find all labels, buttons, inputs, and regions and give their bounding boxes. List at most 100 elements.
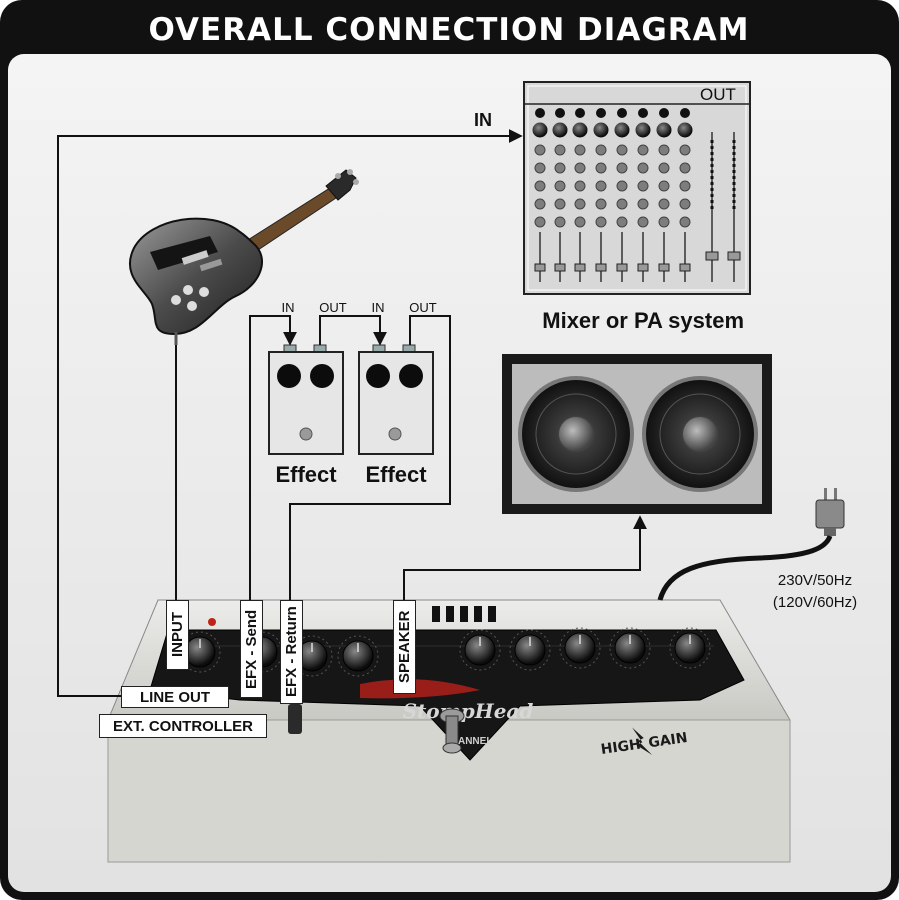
- amp-knob-scale: [291, 635, 333, 677]
- mixer-master-fader: [705, 251, 719, 261]
- input-jack-label: INPUT: [166, 600, 189, 670]
- mixer-fader: [658, 263, 670, 272]
- mixer-eq-knob: [595, 198, 607, 210]
- amp-knob: [342, 640, 374, 672]
- mixer-gain-knob: [656, 122, 672, 138]
- effect-1-in-label: IN: [282, 300, 295, 315]
- mixer-eq-knob: [534, 198, 546, 210]
- power-voltage-label: 230V/50Hz: [778, 572, 852, 589]
- mixer-jack: [659, 108, 669, 118]
- amp-footswitch-label: CHANNEL: [444, 736, 493, 747]
- mixer-eq-knob: [595, 216, 607, 228]
- mixer-gain-knob: [635, 122, 651, 138]
- mixer-eq-knob: [616, 162, 628, 174]
- mixer-eq-knob: [679, 180, 691, 192]
- mixer-eq-knob: [534, 216, 546, 228]
- ext-controller-jack-label: EXT. CONTROLLER: [99, 714, 267, 738]
- effect-1-caption: Effect: [275, 462, 337, 487]
- mixer-eq-knob: [658, 198, 670, 210]
- mixer-jack: [617, 108, 627, 118]
- cable-speaker-to-cabinet: [403, 515, 647, 600]
- mixer-caption: Mixer or PA system: [542, 308, 744, 333]
- mixer-jack: [596, 108, 606, 118]
- mixer-eq-knob: [554, 216, 566, 228]
- mixer-gain-knob: [572, 122, 588, 138]
- line-out-jack-label: LINE OUT: [121, 686, 229, 708]
- mixer-gain-knob: [532, 122, 548, 138]
- mixer-eq-knob: [574, 144, 586, 156]
- amp-knob-scale: [509, 629, 551, 671]
- mixer-eq-knob: [658, 144, 670, 156]
- efx-send-jack-label: EFX - Send: [240, 600, 263, 698]
- mixer-eq-knob: [595, 180, 607, 192]
- mixer-gain-knob: [593, 122, 609, 138]
- mixer-console: [523, 81, 751, 295]
- mixer-fader: [616, 263, 628, 272]
- mixer-eq-knob: [574, 216, 586, 228]
- mixer-eq-knob: [574, 180, 586, 192]
- mixer-jack: [575, 108, 585, 118]
- mixer-jack: [555, 108, 565, 118]
- mixer-eq-knob: [679, 162, 691, 174]
- amp-head: StompHead CHANNEL HIGH GAIN: [107, 534, 833, 863]
- amp-knob: [674, 632, 706, 664]
- effect-2-out-label: OUT: [409, 300, 437, 315]
- mixer-jack: [680, 108, 690, 118]
- mixer-in-label: IN: [474, 110, 492, 130]
- effect-pedal-1: [268, 344, 344, 455]
- mixer-eq-knob: [637, 180, 649, 192]
- amp-knob-scale: [669, 627, 711, 669]
- mixer-eq-knob: [616, 180, 628, 192]
- effect-1-out-label: OUT: [319, 300, 347, 315]
- mixer-eq-knob: [534, 180, 546, 192]
- mixer-jack: [535, 108, 545, 118]
- mixer-eq-knob: [595, 144, 607, 156]
- amp-knob-scale: [337, 635, 379, 677]
- effect-pedal-2: [358, 344, 434, 455]
- mixer-eq-knob: [574, 198, 586, 210]
- mixer-eq-knob: [637, 198, 649, 210]
- mixer-fader: [637, 263, 649, 272]
- mixer-eq-knob: [658, 216, 670, 228]
- mixer-eq-knob: [679, 144, 691, 156]
- mixer-eq-knob: [616, 198, 628, 210]
- mixer-eq-knob: [637, 216, 649, 228]
- effect-2-caption: Effect: [365, 462, 427, 487]
- mixer-master-fader: [727, 251, 741, 261]
- mixer-eq-knob: [534, 144, 546, 156]
- mixer-fader: [679, 263, 691, 272]
- amp-brand-label: StompHead: [403, 699, 534, 723]
- mixer-eq-knob: [616, 216, 628, 228]
- mixer-out-label: OUT: [700, 85, 736, 104]
- badge-gain-label: GAIN: [647, 730, 688, 751]
- mixer-jack: [638, 108, 648, 118]
- mixer-eq-knob: [679, 216, 691, 228]
- footswitch: [439, 708, 465, 754]
- amp-knob-scale: [459, 629, 501, 671]
- cable-line-out-to-mixer: [57, 129, 523, 697]
- mixer-gain-knob: [677, 122, 693, 138]
- mixer-eq-knob: [595, 162, 607, 174]
- mixer-gain-knob: [552, 122, 568, 138]
- mixer-eq-knob: [554, 162, 566, 174]
- power-plug: [815, 488, 845, 536]
- mixer-eq-knob: [554, 144, 566, 156]
- mixer-fader: [595, 263, 607, 272]
- amp-knob-scale: [609, 627, 651, 669]
- cable-effect-2-to-efx-return: [289, 315, 451, 600]
- mixer-eq-knob: [534, 162, 546, 174]
- amp-knob: [614, 632, 646, 664]
- diagram-title: OVERALL CONNECTION DIAGRAM: [149, 12, 750, 48]
- mixer-eq-knob: [554, 198, 566, 210]
- mixer-eq-knob: [658, 162, 670, 174]
- amp-knob: [564, 632, 596, 664]
- mixer-eq-knob: [679, 198, 691, 210]
- mixer-fader: [574, 263, 586, 272]
- mixer-eq-knob: [554, 180, 566, 192]
- speaker-jack-label: SPEAKER: [393, 600, 416, 694]
- mixer-eq-knob: [616, 144, 628, 156]
- mixer-gain-knob: [614, 122, 630, 138]
- amp-knob: [514, 634, 546, 666]
- efx-return-jack-label: EFX - Return: [280, 600, 303, 704]
